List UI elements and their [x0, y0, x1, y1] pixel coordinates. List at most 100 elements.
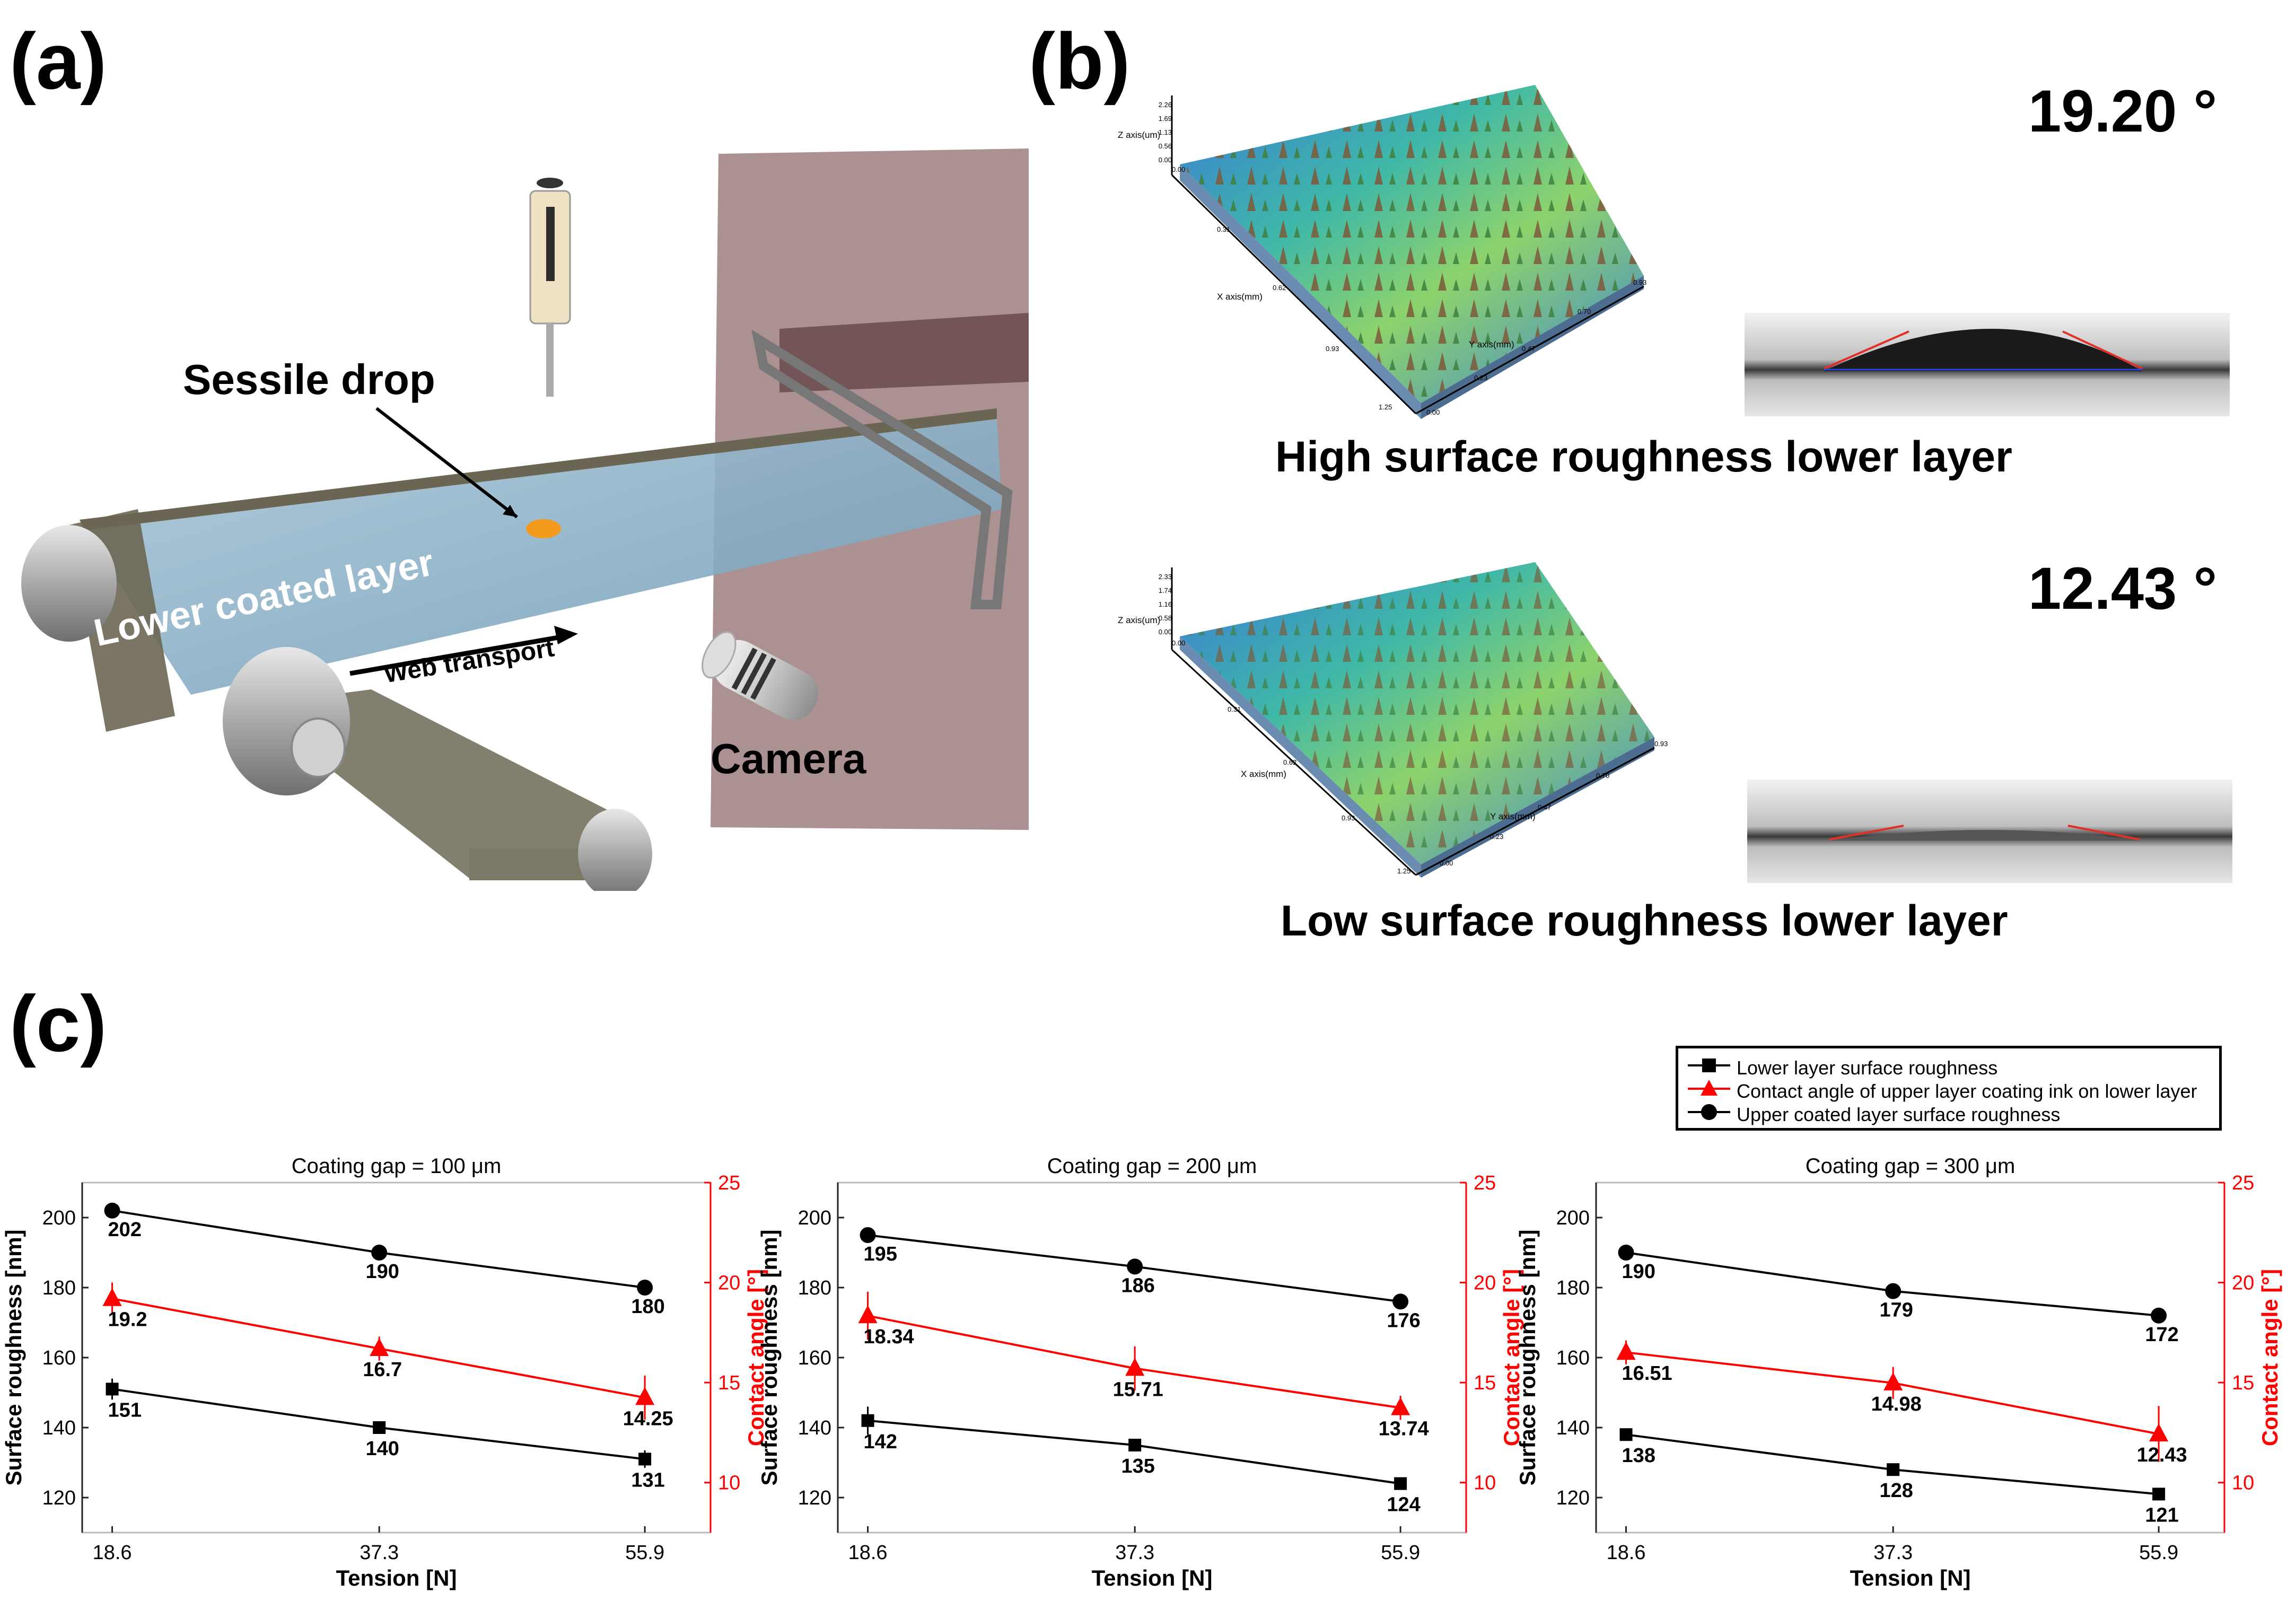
panel-label-c: (c) — [10, 979, 107, 1068]
y-tick-label: 140 — [798, 1417, 831, 1439]
data-label: 138 — [1622, 1445, 1655, 1467]
data-label: 128 — [1879, 1480, 1913, 1502]
triangle-point — [858, 1305, 878, 1324]
data-label: 172 — [2145, 1324, 2178, 1346]
camera-icon — [702, 631, 818, 720]
low-z-tick: 2.33 — [1158, 573, 1172, 581]
data-label: 186 — [1121, 1274, 1154, 1297]
y2-tick-label: 15 — [2232, 1372, 2254, 1394]
high-x-tick: 0.62 — [1273, 284, 1286, 292]
circle-point — [860, 1227, 876, 1243]
y2-tick-label: 20 — [718, 1272, 740, 1294]
high-y-axis-label: Y axis(mm) — [1469, 339, 1514, 349]
low-y-tick: 0.93 — [1654, 740, 1668, 748]
y-tick-label: 120 — [1556, 1487, 1590, 1509]
data-label: 151 — [108, 1399, 142, 1421]
y-tick-label: 200 — [798, 1207, 831, 1229]
y2-tick-label: 15 — [1474, 1372, 1496, 1394]
circle-point — [1392, 1293, 1409, 1310]
high-z-tick: 2.26 — [1158, 101, 1172, 109]
x-tick-label: 55.9 — [2139, 1542, 2178, 1564]
data-label: 14.98 — [1871, 1393, 1922, 1415]
data-label: 190 — [1622, 1261, 1655, 1283]
high-z-tick: 0.00 — [1158, 156, 1172, 164]
data-label: 195 — [864, 1243, 897, 1265]
low-y-tick: 0.47 — [1538, 803, 1552, 811]
low-roughness-surface-map — [1171, 562, 1655, 878]
low-z-tick: 1.74 — [1158, 587, 1172, 594]
data-label: 14.25 — [623, 1407, 673, 1430]
legend-label: Contact angle of upper layer coating ink… — [1737, 1080, 2197, 1102]
y2-tick-label: 10 — [2232, 1472, 2254, 1494]
sessile-drop-label: Sessile drop — [183, 356, 435, 403]
x-tick-label: 18.6 — [1607, 1542, 1646, 1564]
coating-apparatus-illustration — [21, 148, 1029, 891]
high-y-tick: 0.23 — [1474, 374, 1488, 382]
high-z-axis-label: Z axis(um) — [1118, 130, 1161, 140]
high-x-tick: 1.25 — [1379, 403, 1392, 411]
y2-tick-label: 25 — [718, 1172, 740, 1194]
chart-legend: Lower layer surface roughness Contact an… — [1676, 1046, 2222, 1131]
low-x-tick: 0.93 — [1342, 814, 1355, 822]
x-axis-label: Tension [N] — [1092, 1565, 1213, 1590]
y2-axis-label: Contact angle [°] — [743, 1269, 768, 1446]
low-y-tick: 0.00 — [1440, 859, 1453, 867]
triangle-point — [1883, 1372, 1903, 1390]
low-x-tick: 0.00 — [1172, 639, 1186, 647]
legend-item-lower-roughness: Lower layer surface roughness — [1678, 1055, 2219, 1079]
y-tick-label: 140 — [42, 1417, 76, 1439]
high-x-axis-label: X axis(mm) — [1217, 292, 1263, 302]
y2-tick-label: 10 — [1474, 1472, 1496, 1494]
support-beam — [779, 313, 1029, 392]
web-film — [85, 419, 1002, 695]
chart-title: Coating gap = 200 μm — [1047, 1154, 1257, 1178]
data-label: 18.34 — [864, 1326, 914, 1348]
circle-point — [104, 1202, 120, 1219]
camera-label: Camera — [711, 735, 866, 782]
high-contact-angle: 19.20 ° — [2028, 78, 2218, 144]
data-label: 15.71 — [1113, 1378, 1163, 1401]
low-y-axis-label: Y axis(mm) — [1490, 811, 1536, 821]
high-roughness-surface-map — [1171, 85, 1644, 419]
triangle-point — [102, 1288, 122, 1306]
y-tick-label: 160 — [42, 1347, 76, 1369]
square-point — [638, 1453, 652, 1466]
y2-axis-label: Contact angle [°] — [2257, 1269, 2282, 1446]
low-z-tick: 0.58 — [1158, 614, 1172, 622]
y2-tick-label: 20 — [1474, 1272, 1496, 1294]
triangle-marker-icon — [1688, 1080, 1730, 1096]
high-roughness-drop-photo — [1745, 313, 2230, 416]
low-x-tick: 0.31 — [1228, 705, 1241, 713]
data-label: 135 — [1121, 1455, 1154, 1477]
square-point — [1619, 1428, 1633, 1441]
circle-point — [1618, 1245, 1634, 1261]
y-tick-label: 180 — [42, 1277, 76, 1299]
y-tick-label: 120 — [798, 1487, 831, 1509]
triangle-point — [1391, 1397, 1410, 1415]
square-marker-icon — [1688, 1058, 1730, 1072]
data-label: 16.7 — [363, 1359, 402, 1381]
data-label: 142 — [864, 1431, 897, 1453]
low-x-tick: 1.25 — [1397, 867, 1411, 875]
data-label: 202 — [108, 1219, 142, 1241]
y2-tick-label: 25 — [1474, 1172, 1496, 1194]
y-tick-label: 160 — [798, 1347, 831, 1369]
circle-marker-icon — [1688, 1104, 1730, 1120]
low-x-axis-label: X axis(mm) — [1241, 769, 1286, 779]
data-label: 131 — [631, 1469, 664, 1491]
y-tick-label: 160 — [1556, 1347, 1590, 1369]
y-tick-label: 180 — [1556, 1277, 1590, 1299]
bottom-roller — [578, 809, 652, 891]
x-tick-label: 37.3 — [1873, 1542, 1913, 1564]
x-axis-label: Tension [N] — [1850, 1565, 1971, 1590]
high-z-tick: 0.56 — [1158, 142, 1172, 150]
square-point — [106, 1383, 119, 1396]
y2-axis-label: Contact angle [°] — [1499, 1269, 1524, 1446]
high-x-tick: 0.00 — [1172, 165, 1186, 173]
high-y-tick: 0.00 — [1426, 408, 1440, 416]
low-x-tick: 0.62 — [1283, 758, 1297, 766]
data-label: 124 — [1387, 1494, 1420, 1516]
